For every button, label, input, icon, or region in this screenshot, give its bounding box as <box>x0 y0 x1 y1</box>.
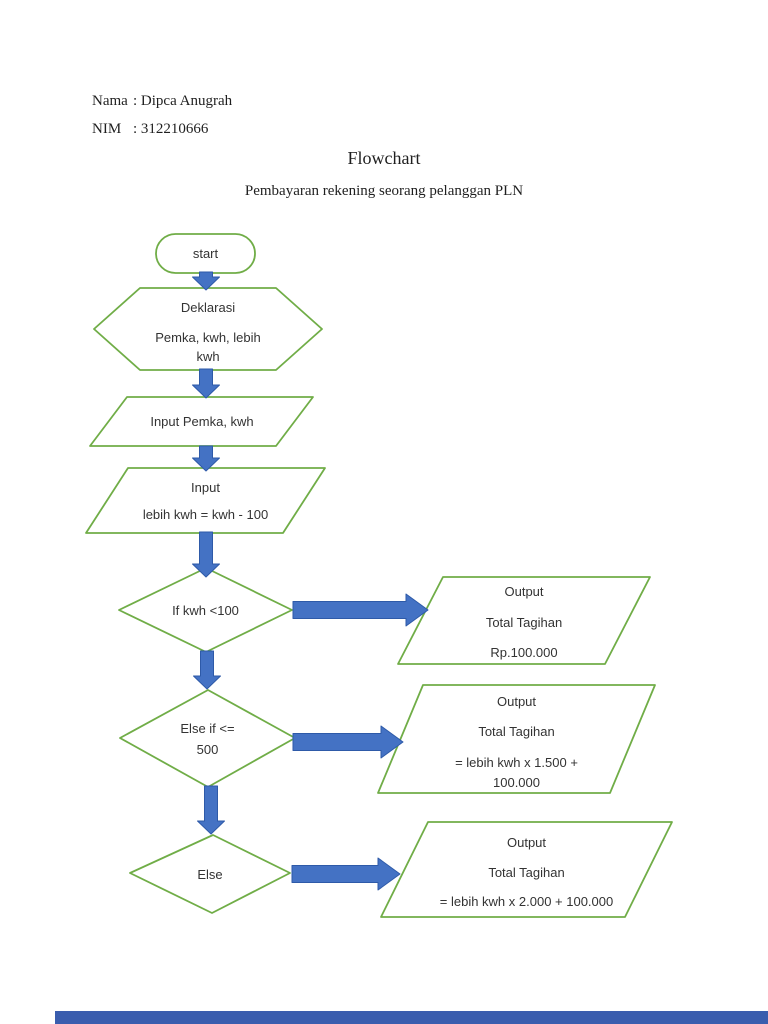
decision3-node-label: Else <box>130 835 290 913</box>
declaration-vars-text: Pemka, kwh, lebih <box>155 330 261 345</box>
output1-parallelogram-shape <box>397 576 651 665</box>
decision1-node-label: If kwh <100 <box>119 568 292 652</box>
input1-parallelogram-shape <box>89 396 314 447</box>
decision2-value-text: 500 <box>196 741 219 757</box>
input1-node-label: Input Pemka, kwh <box>90 397 314 446</box>
arrow-down-icon <box>197 785 225 835</box>
name-label: Nama <box>92 93 128 109</box>
student-nim-line: NIM : 312210666 <box>92 121 208 138</box>
decision3-diamond-shape <box>129 834 291 914</box>
arrow-right-icon <box>291 857 401 891</box>
start-node-label: start <box>156 234 255 273</box>
output3-parallelogram-shape <box>380 821 673 918</box>
input2-formula-text: lebih kwh = kwh - 100 <box>142 507 269 522</box>
output2-formula-text: = lebih kwh x 1.500 + <box>455 755 578 770</box>
arrow-right-icon <box>292 593 429 627</box>
output1-node-label: Output Total Tagihan Rp.100.000 <box>398 577 650 669</box>
decision3-text: Else <box>197 866 223 882</box>
arrow-down-icon <box>192 271 220 291</box>
arrow-down-icon <box>193 650 221 690</box>
declaration-hexagon-shape <box>93 287 323 371</box>
arrow-down-icon <box>192 368 220 399</box>
arrow-down-icon <box>192 531 220 578</box>
document-progress-bar[interactable] <box>55 1011 768 1024</box>
output2-subtitle-text: Total Tagihan <box>478 723 555 739</box>
page-title: Flowchart <box>347 148 421 168</box>
page-subtitle: Pembayaran rekening seorang pelanggan PL… <box>244 183 524 199</box>
declaration-vars2-text: kwh <box>196 349 220 364</box>
declaration-text: Deklarasi <box>180 300 236 315</box>
arrow-down-icon <box>192 445 220 472</box>
output2-node-label: Output Total Tagihan = lebih kwh x 1.500… <box>378 685 655 800</box>
output2-parallelogram-shape <box>377 684 656 794</box>
name-value: : Dipca Anugrah <box>133 93 233 109</box>
decision2-text: Else if <= <box>180 720 235 736</box>
output3-title-text: Output <box>506 835 547 850</box>
output3-formula-text: = lebih kwh x 2.000 + 100.000 <box>439 894 614 909</box>
output1-subtitle-text: Total Tagihan <box>485 614 563 630</box>
student-name-line: Nama : Dipca Anugrah <box>92 93 232 110</box>
decision1-text: If kwh <100 <box>172 602 239 618</box>
output3-node-label: Output Total Tagihan = lebih kwh x 2.000… <box>381 822 672 928</box>
input2-node-label: Input lebih kwh = kwh - 100 <box>86 468 325 543</box>
decision2-node-label: Else if <= 500 <box>120 690 295 787</box>
nim-label: NIM <box>92 121 122 137</box>
arrow-right-icon <box>292 725 404 759</box>
input2-title-text: Input <box>191 480 220 495</box>
output3-subtitle-text: Total Tagihan <box>488 864 565 880</box>
output1-value-text: Rp.100.000 <box>490 645 558 660</box>
output1-title-text: Output <box>504 584 544 599</box>
output2-title-text: Output <box>496 694 537 709</box>
declaration-node-label: Deklarasi Pemka, kwh, lebih kwh <box>94 288 322 380</box>
input1-text: Input Pemka, kwh <box>150 414 254 429</box>
nim-value: : 312210666 <box>133 121 209 137</box>
input2-parallelogram-shape <box>85 467 326 534</box>
start-text: start <box>192 246 219 261</box>
output2-formula2-text: 100.000 <box>493 774 540 790</box>
